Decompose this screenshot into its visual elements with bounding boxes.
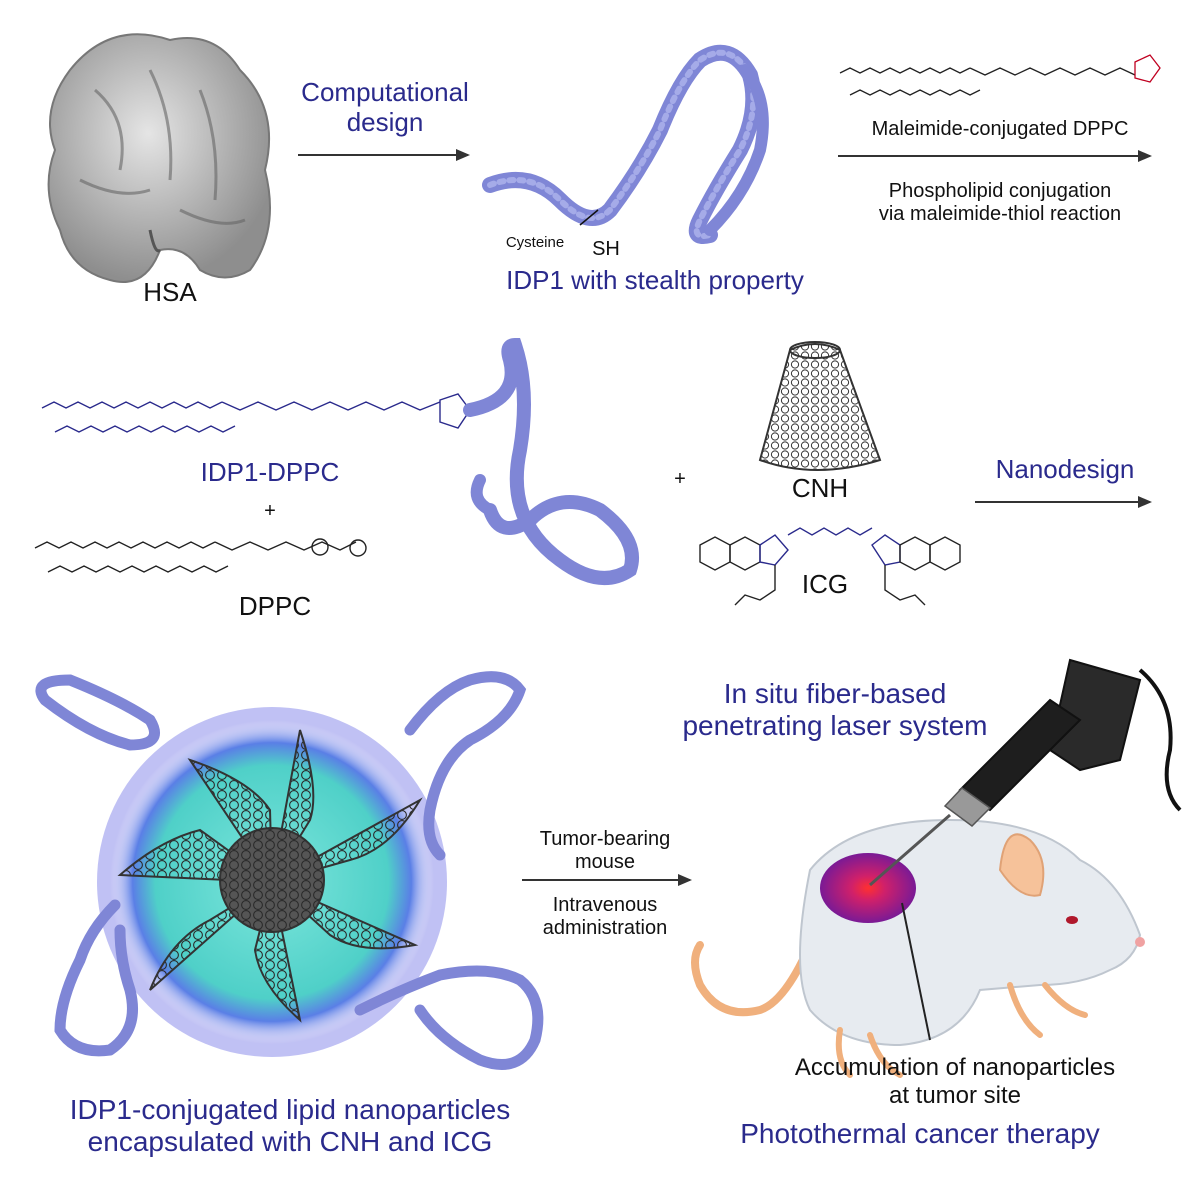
mouse-nose (1135, 937, 1145, 947)
plus-sign-2: + (674, 468, 686, 490)
idp1-dppc-structure (41, 393, 471, 433)
accumulation-label: Accumulation of nanoparticles at tumor s… (755, 1054, 1155, 1109)
cnh-label: CNH (791, 473, 849, 503)
phospholipid-conjugation-label: Phospholipid conjugation via maleimide-t… (830, 180, 1170, 226)
nanoparticle-line1: IDP1-conjugated lipid nanoparticles (69, 1094, 511, 1125)
idp1-chain-attached (463, 337, 639, 585)
laser-cable (1138, 668, 1182, 812)
mouse-ear (998, 833, 1045, 897)
maleimide-dppc-structure (839, 54, 1161, 96)
sh-label: SH (592, 238, 620, 260)
laser-system-label: In situ fiber-based penetrating laser sy… (640, 678, 1030, 742)
nanodesign-label: Nanodesign (995, 454, 1135, 484)
laser-device (869, 658, 1182, 887)
laser-fiber (869, 813, 951, 887)
idp1-dppc-label: IDP1-DPPC (200, 457, 340, 487)
tumor-site (820, 853, 916, 923)
conjugation-line1: Phospholipid conjugation (888, 180, 1112, 202)
tumor-line2: mouse (574, 851, 636, 873)
computational-design-line1: Computational (301, 77, 469, 107)
mouse-paws (835, 982, 1088, 1078)
laser-line2: penetrating laser system (682, 710, 988, 742)
computational-design-line2: design (346, 106, 424, 137)
hsa-protein-structure (47, 33, 271, 283)
photothermal-therapy-label: Photothermal cancer therapy (740, 1118, 1100, 1149)
cysteine-bond (579, 209, 599, 226)
nanoparticle-label: IDP1-conjugated lipid nanoparticles enca… (20, 1094, 560, 1158)
cysteine-label: Cysteine (505, 234, 565, 251)
accumulation-line1: Accumulation of nanoparticles (794, 1054, 1116, 1081)
accumulation-line2: at tumor site (888, 1081, 1022, 1109)
intravenous-label: Intravenous administration (505, 894, 705, 940)
icg-structure (699, 527, 961, 606)
hsa-label: HSA (143, 277, 197, 307)
iv-line2: administration (542, 917, 668, 939)
maleimide-dppc-label: Maleimide-conjugated DPPC (871, 118, 1129, 140)
cnh-nanohorn (758, 341, 882, 471)
nanoparticle-line2: encapsulated with CNH and ICG (87, 1126, 493, 1158)
tumor-line1: Tumor-bearing (539, 828, 671, 850)
dppc-structure (34, 538, 367, 573)
laser-line1: In situ fiber-based (723, 678, 947, 709)
lipid-nanoparticle (97, 707, 447, 1057)
laser-tip-collar (943, 787, 992, 827)
icg-label: ICG (801, 569, 849, 599)
tumor-pointer-line (901, 902, 931, 1041)
idp1-protein-chain (482, 44, 769, 244)
conjugation-line2: via maleimide-thiol reaction (878, 203, 1122, 225)
mouse-body (799, 818, 1142, 1047)
tumor-bearing-label: Tumor-bearing mouse (505, 828, 705, 874)
laser-handle (958, 698, 1082, 812)
dppc-label: DPPC (238, 591, 312, 621)
computational-design-label: Computational design (280, 77, 490, 138)
mouse-illustration (691, 818, 1145, 1078)
mouse-tail (691, 916, 824, 1017)
idp1-stealth-label: IDP1 with stealth property (506, 265, 804, 295)
plus-sign-1: + (264, 500, 276, 522)
idp1-loops (35, 671, 544, 1070)
mouse-eye (1066, 916, 1078, 924)
iv-line1: Intravenous (552, 894, 658, 916)
